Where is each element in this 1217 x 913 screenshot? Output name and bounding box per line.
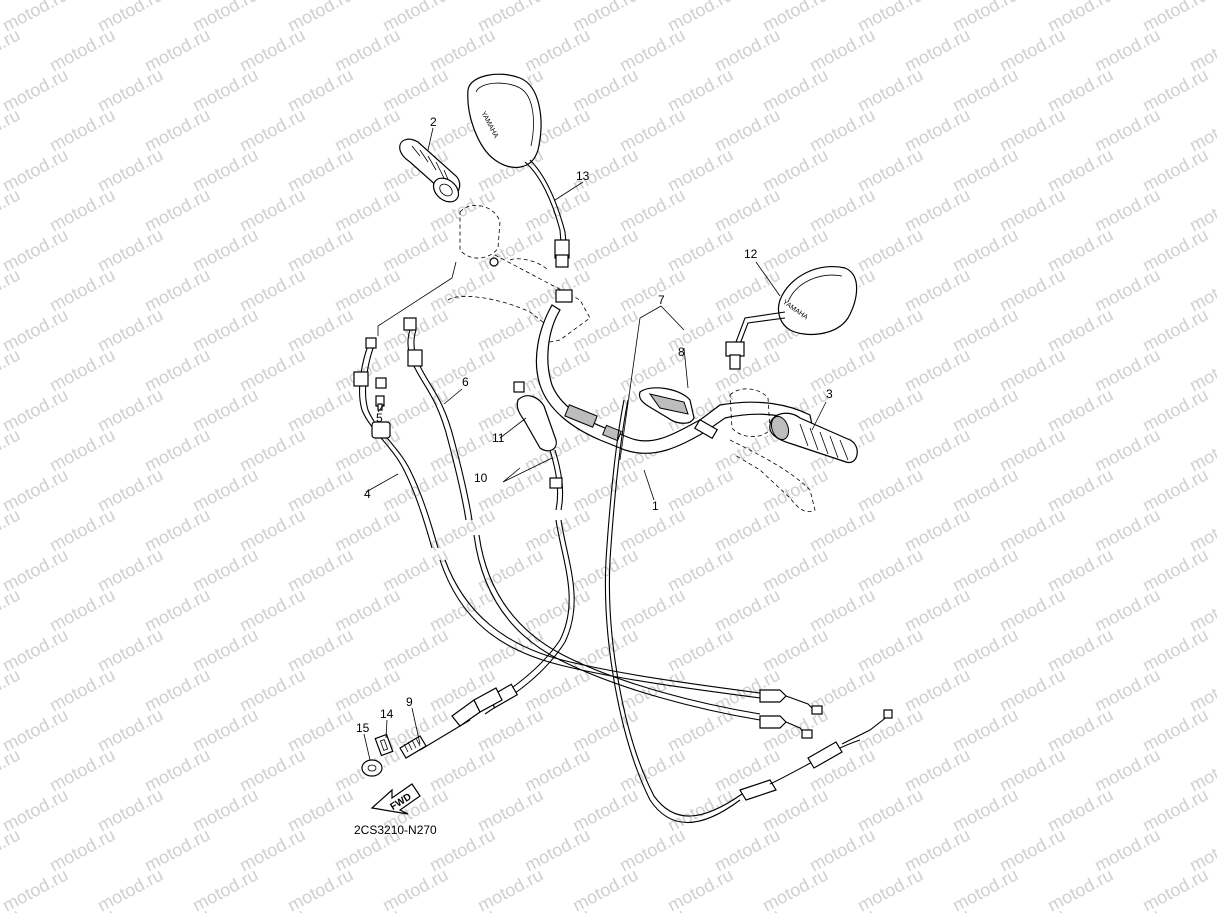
left-grip [399,138,461,203]
fwd-arrow: FWD [370,783,421,815]
cable-holder [638,387,718,440]
callout-10: 10 [474,471,488,485]
left-mirror: YAMAHA [467,73,570,268]
callout-8: 8 [678,345,685,359]
right-grip [769,412,858,464]
callout-15: 15 [356,721,370,735]
callout-3: 3 [826,387,833,401]
cable-4 [353,337,823,715]
callout-13: 13 [576,169,590,183]
callout-11: 11 [492,431,505,445]
left-switch-assembly [447,205,591,345]
handlebar [535,304,813,454]
callout-labels: 1 2 3 4 5 6 7 8 9 10 11 12 13 14 15 [356,115,833,735]
cable-6 [403,317,813,739]
right-lever-assembly [729,388,816,513]
callout-12: 12 [744,247,758,261]
right-mirror: YAMAHA [725,266,858,370]
callout-9: 9 [406,695,413,709]
locknut-15 [361,759,383,777]
callout-7: 7 [658,293,665,307]
diagram-code: 2CS3210-N270 [354,823,437,837]
adjuster-14 [374,733,394,757]
callout-14: 14 [380,707,394,721]
callout-6: 6 [462,375,469,389]
callout-1: 1 [652,499,659,513]
cable-long [604,399,893,823]
callout-4: 4 [364,487,371,501]
bolt-5 [375,395,385,411]
callout-2: 2 [430,115,437,129]
callout-5: 5 [376,411,383,425]
leader-lines [363,127,827,761]
